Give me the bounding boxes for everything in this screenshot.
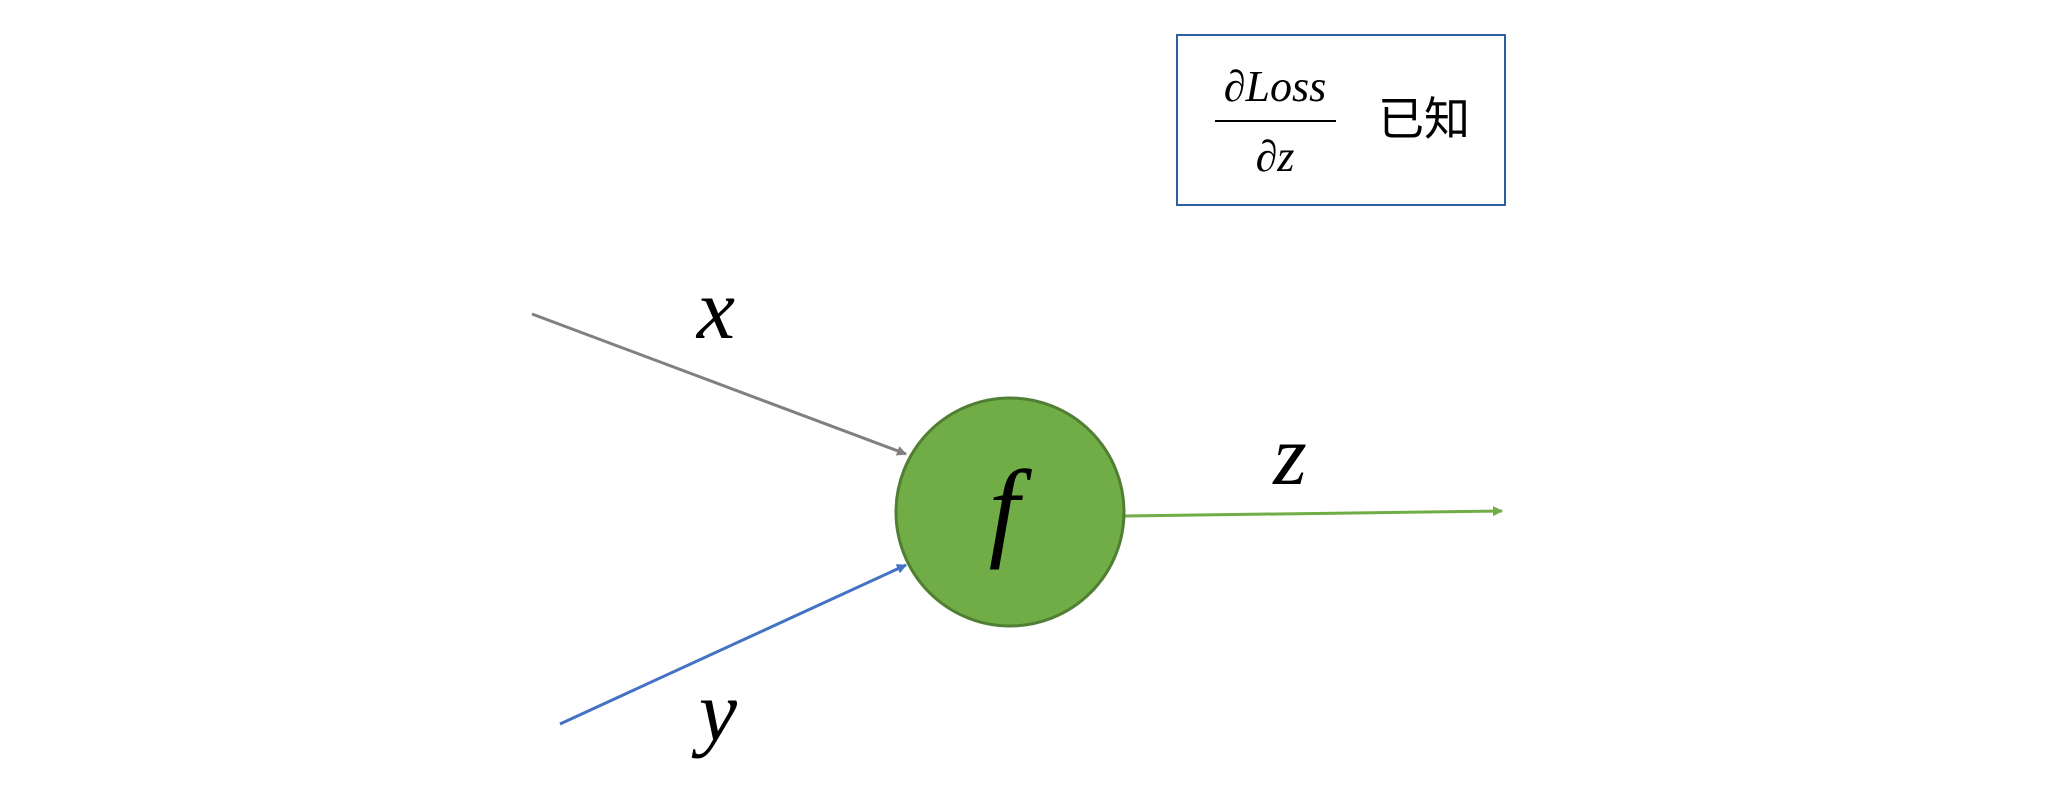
gradient-denominator: ∂z xyxy=(1256,132,1295,181)
z-output-label: z xyxy=(1272,407,1306,503)
known-label: 已知 xyxy=(1378,92,1470,146)
function-node: f xyxy=(894,396,1126,628)
known-gradient-box: ∂Loss ∂z 已知 xyxy=(1176,34,1506,206)
x-input-label: x xyxy=(695,261,735,357)
x-input-edge xyxy=(531,312,907,456)
y-input-label: y xyxy=(691,663,738,759)
z-output-edge xyxy=(1123,506,1503,518)
y-input-edge xyxy=(559,563,907,726)
function-node-circle xyxy=(894,396,1126,628)
gradient-numerator: ∂Loss xyxy=(1224,62,1326,111)
